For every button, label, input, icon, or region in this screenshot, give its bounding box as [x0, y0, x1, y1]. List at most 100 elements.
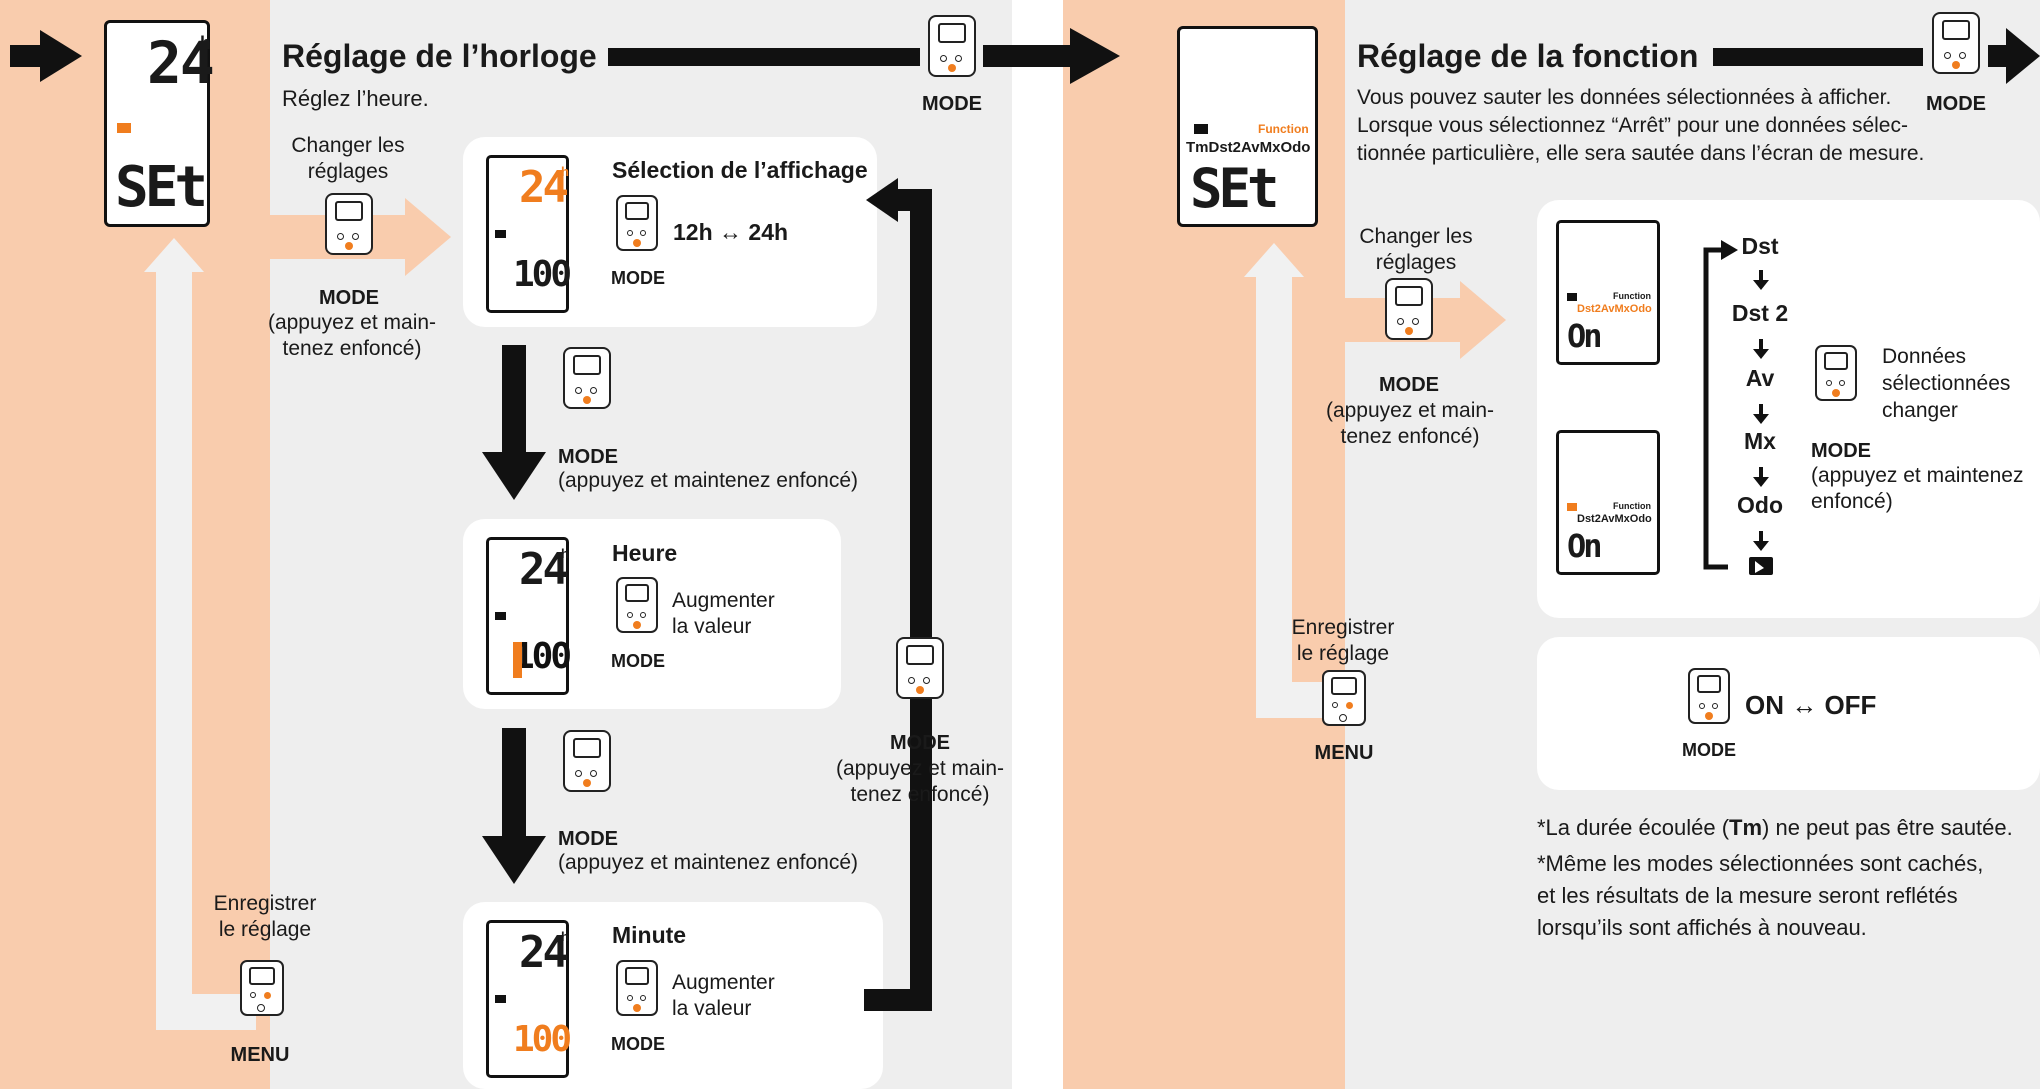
lcd-function-card1: Function Dst2AvMxOdo On	[1556, 220, 1660, 365]
card1-text: 12h ↔ 24h	[673, 219, 789, 245]
change-settings-label-right: Changer les réglages	[1359, 225, 1473, 274]
bar-title-left	[608, 48, 920, 66]
menu-label-right: MENU	[1314, 742, 1374, 764]
lcd-h: h	[200, 33, 211, 53]
onoff-mode: MODE	[1682, 740, 1736, 760]
list-bracket	[1703, 247, 1728, 570]
up-hold: (appuyez et main- tenez enfoncé)	[835, 757, 1005, 806]
hour-digit-highlight	[513, 642, 522, 678]
card-function-list	[1537, 200, 2040, 618]
clock-icon	[117, 123, 131, 133]
save-label-right: Enregistrer le réglage	[1291, 616, 1395, 665]
device-icon	[563, 730, 611, 792]
list-item: Dst	[1741, 233, 1779, 259]
list-item: Odo	[1737, 492, 1783, 518]
down2-mode: MODE	[558, 828, 618, 850]
list-item: Av	[1745, 365, 1775, 391]
lcd-function-label: Function	[1613, 501, 1651, 511]
note1-pre: *La durée écoulée (	[1537, 815, 1730, 840]
lcd-function-card2: Function Dst2AvMxOdo On	[1556, 430, 1660, 575]
title-clock-setting: Réglage de l’horloge	[282, 38, 597, 74]
card2-text: Augmenter la valeur	[672, 589, 775, 638]
lcd-function-row: Dst2AvMxOdo	[1577, 303, 1652, 315]
lcd-h: h	[561, 546, 569, 561]
clock-icon	[1567, 293, 1577, 301]
list-item: Dst 2	[1731, 300, 1789, 326]
change-hold-label: (appuyez et main- tenez enfoncé)	[267, 311, 437, 360]
lcd-hour: 24	[519, 927, 569, 978]
device-icon	[1688, 668, 1730, 724]
device-menu-icon	[1322, 670, 1366, 726]
lcd-set: SEt	[1190, 157, 1280, 220]
down1-mode: MODE	[558, 446, 618, 468]
arrow-mid	[983, 28, 1120, 84]
lcd-card3: 24 h 100	[486, 920, 572, 1078]
lcd-function-label: Function	[1613, 291, 1651, 301]
menu-label-left: MENU	[230, 1044, 290, 1066]
card3-title: Minute	[612, 922, 687, 948]
lcd-hour: 24	[519, 162, 569, 213]
data-change-label: Données sélectionnées changer	[1882, 345, 2011, 422]
device-icon	[1932, 12, 1980, 74]
note-hidden-modes: *Même les modes sélectionnées sont caché…	[1537, 851, 1984, 940]
lcd-clock-set: 24 h SEt	[104, 20, 215, 227]
title-function-setting: Réglage de la fonction	[1357, 38, 1699, 74]
list-down-arrows	[1753, 270, 1769, 551]
device-menu-icon	[240, 960, 284, 1016]
down-arrow-1	[482, 345, 546, 500]
device-icon	[1815, 345, 1857, 401]
stopwatch-icon	[1749, 557, 1773, 575]
lcd-num: 100	[513, 1019, 572, 1060]
change-hold-label-right: (appuyez et main- tenez enfoncé)	[1325, 399, 1495, 448]
card3-mode: MODE	[611, 1034, 665, 1054]
lcd-set: SEt	[115, 155, 208, 220]
clock-icon	[1194, 124, 1208, 134]
down-arrow-2	[482, 728, 546, 884]
clock-icon	[1567, 503, 1577, 511]
loop-arrow	[864, 189, 932, 1011]
data-mode-label: MODE	[1811, 440, 1871, 462]
arrow-end	[1988, 28, 2040, 84]
note1-post: ) ne peut pas être sautée.	[1762, 815, 2013, 840]
device-icon	[325, 193, 373, 255]
function-description: Vous pouvez sauter les données sélection…	[1357, 86, 1925, 165]
device-icon	[896, 637, 944, 699]
device-icon	[1385, 278, 1433, 340]
lcd-h: h	[561, 164, 569, 179]
return-arrow-left	[144, 238, 256, 1030]
device-icon	[616, 960, 658, 1016]
note-elapsed-time: *La durée écoulée (Tm) ne peut pas être …	[1537, 815, 2013, 841]
card-minute	[463, 902, 883, 1089]
clock-icon	[495, 612, 506, 620]
return-arrow-right	[1244, 243, 1346, 718]
change-settings-label: Changer les réglages	[291, 134, 405, 183]
data-hold-label: (appuyez et maintenez enfoncé)	[1811, 464, 2024, 513]
card1-mode: MODE	[611, 268, 665, 288]
device-icon	[616, 577, 658, 633]
lcd-card1: 24 h 100	[486, 155, 572, 313]
clock-icon	[495, 230, 506, 238]
device-icon	[616, 195, 658, 251]
down2-hold: (appuyez et maintenez enfoncé)	[558, 851, 859, 874]
clock-icon	[495, 995, 506, 1003]
lcd-hour: 24	[519, 544, 569, 595]
card1-title: Sélection de l’affichage	[612, 157, 868, 183]
arrow-start	[10, 30, 82, 82]
onoff-text: ON ↔ OFF	[1745, 690, 1877, 720]
bar-title-right	[1713, 48, 1923, 66]
card2-mode: MODE	[611, 651, 665, 671]
mode-label-top-right: MODE	[1926, 93, 1986, 115]
device-icon	[563, 347, 611, 409]
mode-label-top: MODE	[922, 93, 982, 115]
lcd-function-row: Dst2AvMxOdo	[1577, 513, 1652, 525]
lcd-function-label: Function	[1258, 122, 1309, 136]
save-label-left: Enregistrer le réglage	[213, 892, 317, 941]
device-icon	[928, 15, 976, 77]
lcd-on: On	[1567, 527, 1602, 565]
card3-text: Augmenter la valeur	[672, 971, 775, 1020]
note1-bold: Tm	[1729, 815, 1763, 840]
change-mode-label-right: MODE	[1379, 374, 1439, 396]
down1-hold: (appuyez et maintenez enfoncé)	[558, 469, 859, 492]
lcd-function-row: TmDst2AvMxOdo	[1186, 139, 1311, 156]
list-item: Mx	[1744, 428, 1776, 454]
